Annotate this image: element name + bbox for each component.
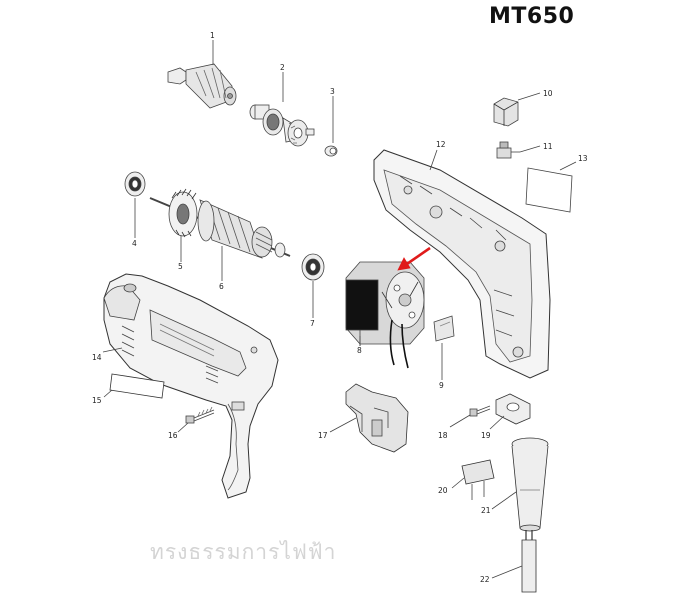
drill-chuck-drawing [167,63,237,109]
part-17-label: 17 [318,431,328,440]
drill-housing-drawing [103,273,279,499]
part-21-label: 21 [481,506,491,515]
switch-drawing [345,383,409,453]
model-title: MT650 [489,4,575,29]
part-19-label: 19 [481,431,491,440]
part-5-label: 5 [178,262,183,271]
part-11-label: 11 [543,142,553,151]
name-plate-drawing [525,167,573,213]
part-10-label: 10 [543,89,553,98]
part-15-label: 15 [92,396,102,405]
part-3-label: 3 [330,87,335,96]
screw-1-drawing [185,406,215,424]
part-20-label: 20 [438,486,448,495]
part-1-label: 1 [210,31,215,40]
brush-holder-drawing [493,97,519,127]
cord-guard-drawing [511,437,549,532]
field-stator-drawing [345,261,425,369]
ball-bearing-2-drawing [301,253,325,281]
part-22-label: 22 [480,575,490,584]
part-number-labels: 1 2 3 4 5 6 7 8 9 10 11 12 13 14 15 16 1… [92,31,588,584]
power-cord-drawing [521,530,537,593]
part-13-label: 13 [578,154,588,163]
highlight-arrow [397,246,431,271]
armature-drawing [149,188,291,259]
part-4-label: 4 [132,239,137,248]
screw-2-drawing [469,405,491,417]
small-ring-drawing [324,145,338,157]
part-14-label: 14 [92,353,102,362]
part-12-label: 12 [436,140,446,149]
part-9-label: 9 [439,381,444,390]
insulation-sheet-drawing [433,315,455,342]
part-18-label: 18 [438,431,448,440]
part-16-label: 16 [168,431,178,440]
label-sticker-drawing [109,373,165,399]
part-6-label: 6 [219,282,224,291]
housing-half-drawing [373,149,551,379]
carbon-brush-drawing [496,141,520,159]
watermark-text: ทรงธรรมการไฟฟ้า [150,540,337,564]
strain-relief-drawing [495,393,531,425]
part-8-label: 8 [357,346,362,355]
capacitor-drawing [461,459,495,500]
part-2-label: 2 [280,63,285,72]
part-7-label: 7 [310,319,315,328]
ball-bearing-1-drawing [124,171,146,197]
spindle-gear-drawing [249,104,315,147]
